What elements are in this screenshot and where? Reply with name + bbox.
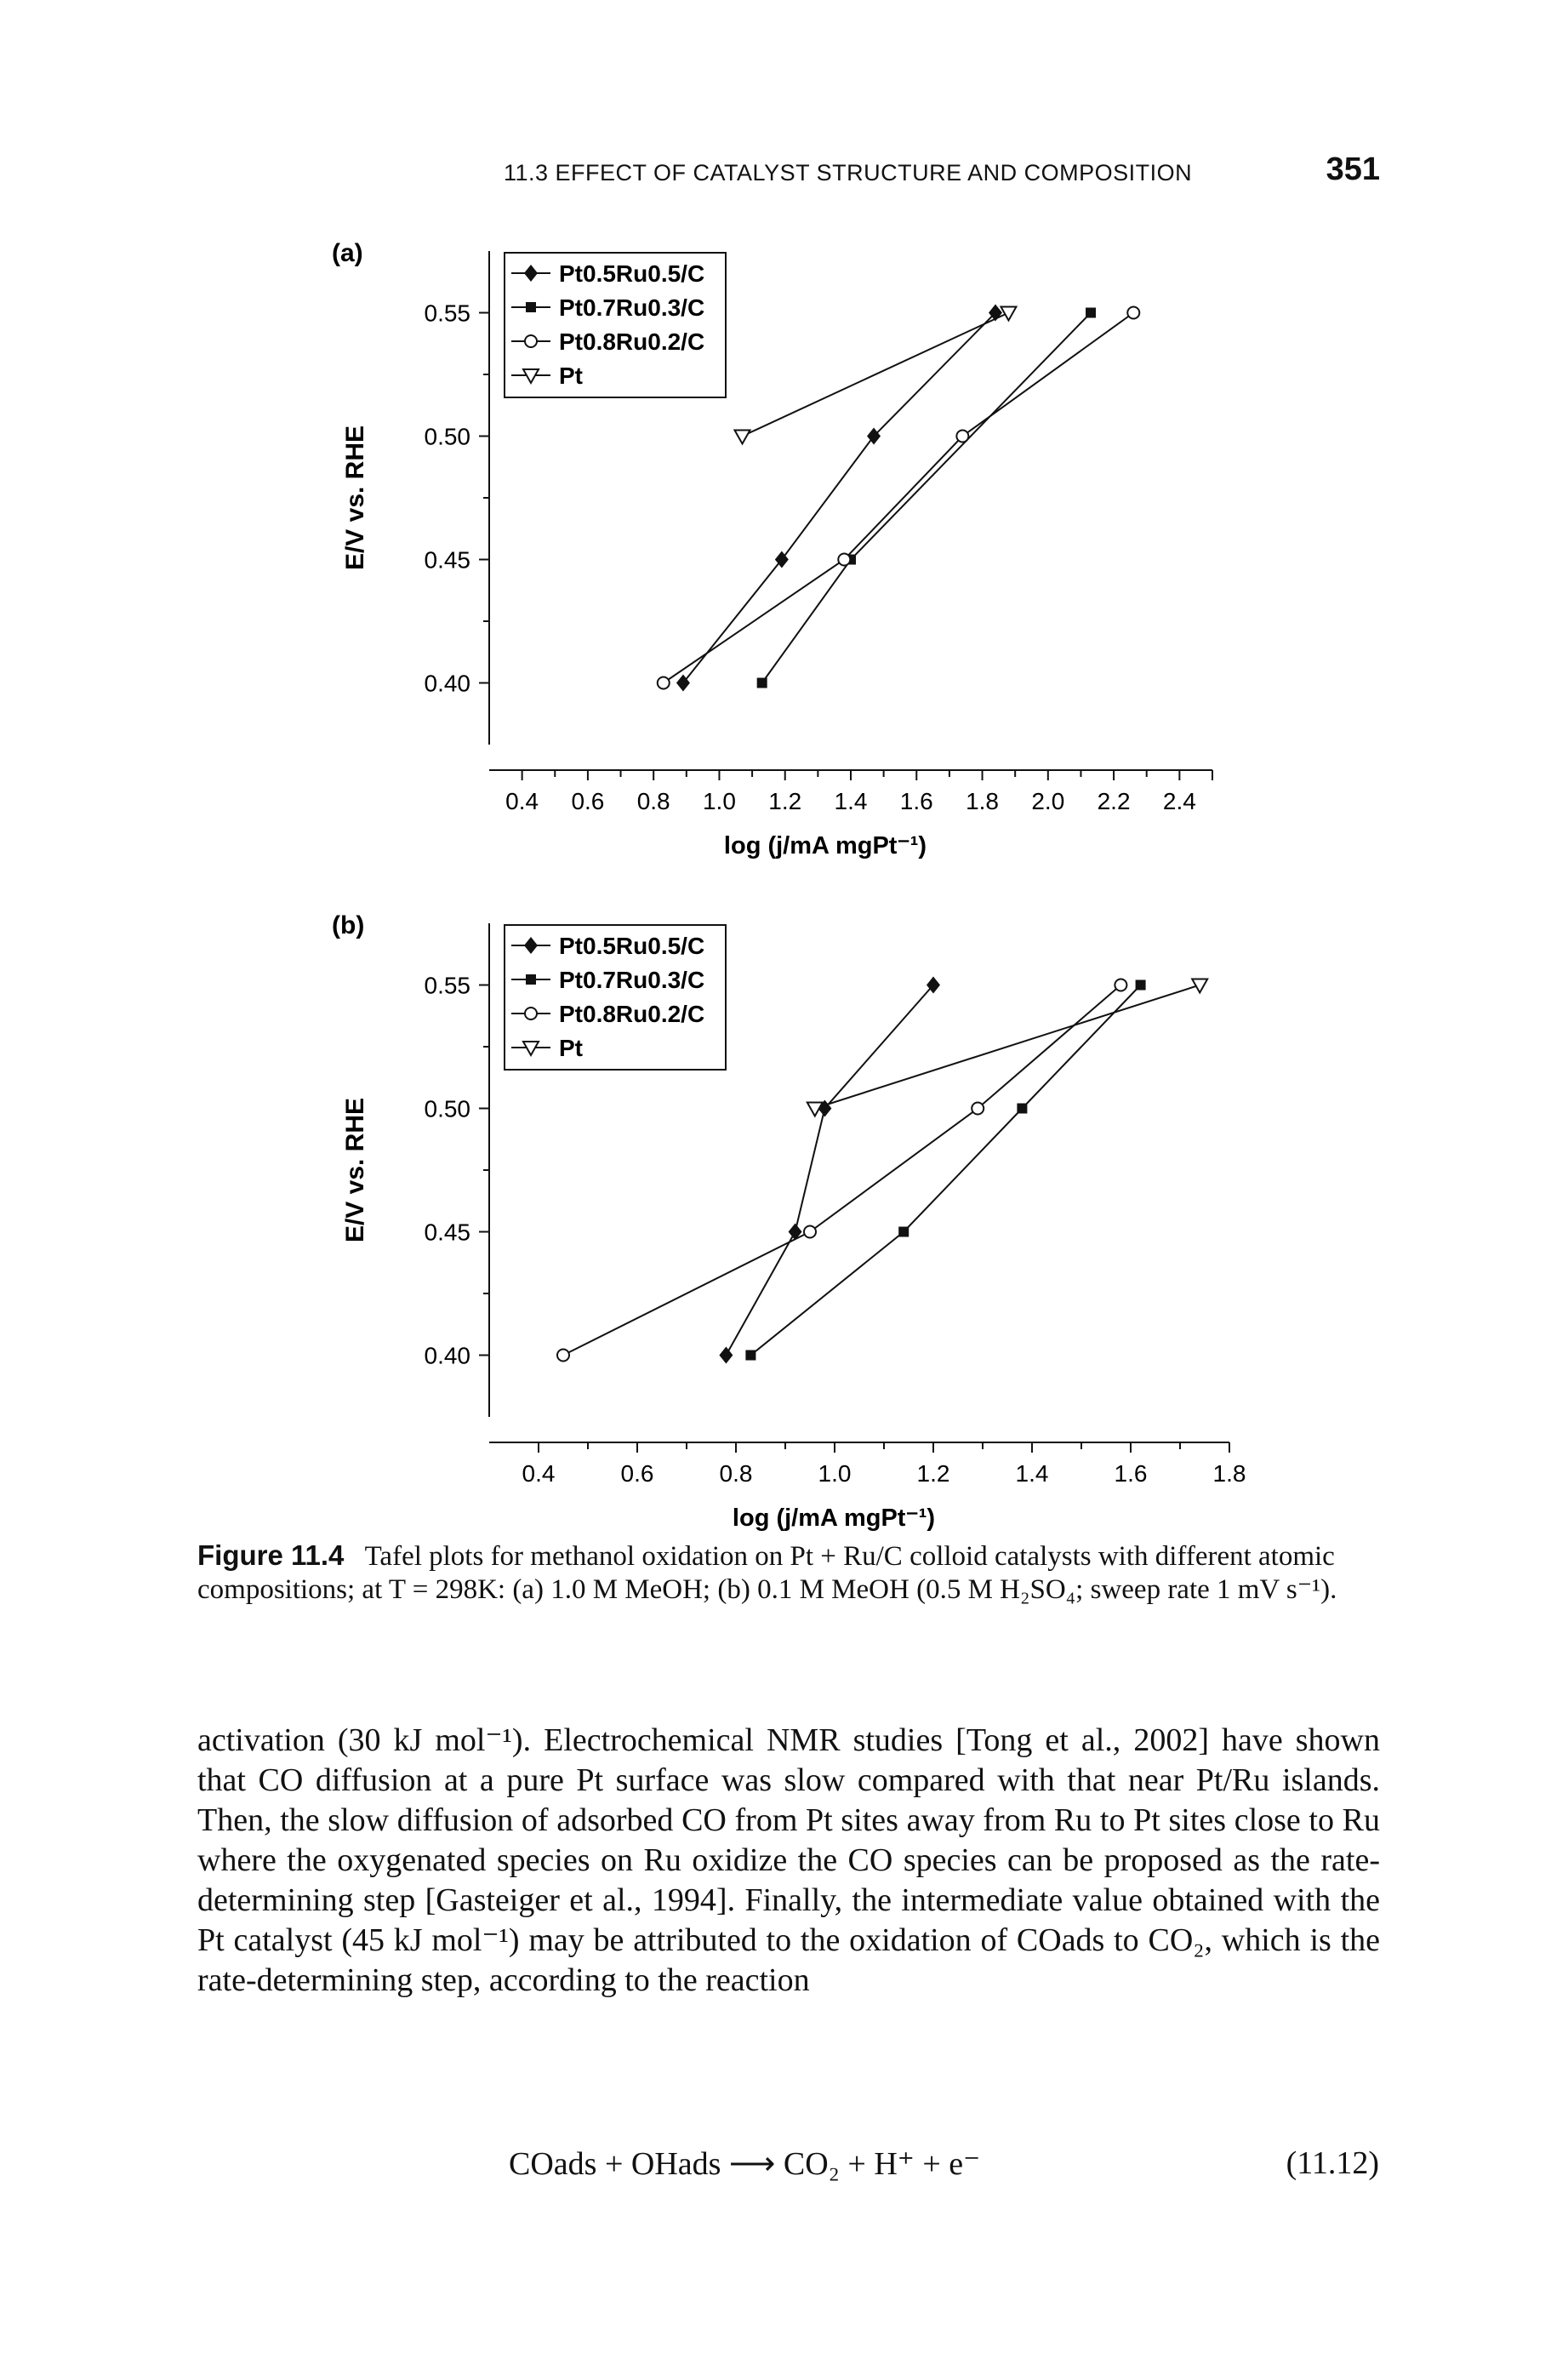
series-line-pt0-8ru0-2-c [663, 311, 1134, 684]
y-tick-label: 0.50 [425, 424, 471, 450]
x-tick-label: 0.6 [571, 788, 604, 814]
legend-box [504, 252, 727, 398]
x-tick-label: 1.8 [966, 788, 999, 814]
data-point-pt0-8ru0-2-c [1114, 978, 1128, 992]
x-tick-label: 2.4 [1163, 788, 1196, 814]
page-header: 11.3 EFFECT OF CATALYST STRUCTURE AND CO… [504, 151, 1380, 203]
data-point-pt [733, 429, 752, 446]
x-tick-label: 0.8 [637, 788, 670, 814]
page-number: 351 [1326, 151, 1380, 187]
data-point-pt0-7ru0-3-c [756, 677, 767, 688]
caption-label: Figure 11.4 [197, 1539, 345, 1571]
legend-marker [526, 974, 536, 985]
data-point-pt0-7ru0-3-c [745, 1350, 756, 1361]
data-point-pt0-8ru0-2-c [955, 429, 970, 443]
y-axis-label: E/V vs. RHE [341, 1098, 369, 1242]
data-point-pt [806, 1101, 824, 1118]
data-point-pt0-8ru0-2-c [803, 1225, 817, 1239]
series-line-pt0-7ru0-3-c [761, 311, 1092, 684]
data-point-pt0-8ru0-2-c [656, 676, 670, 690]
caption-text: Tafel plots for methanol oxidation on Pt… [197, 1541, 1337, 1605]
x-tick-label: 1.6 [900, 788, 933, 814]
chart-a: (a) 0.40 0.45 0.50 0.55 0.4 0.6 0.8 1.0 1.2 1.4 1.6… [332, 239, 1213, 859]
x-tick-label: 2.0 [1031, 788, 1064, 814]
legend-label: Pt0.8Ru0.2/C [559, 328, 704, 355]
legend-label: Pt0.5Ru0.5/C [559, 260, 704, 287]
legend-marker [526, 302, 536, 312]
legend-marker [524, 1007, 538, 1020]
legend-label: Pt [559, 363, 583, 389]
x-tick-label: 1.2 [768, 788, 801, 814]
data-point-pt0-7ru0-3-c [1086, 307, 1097, 318]
equation-number: (11.12) [1286, 2145, 1379, 2181]
x-axis-label: log (j/mA mgPt⁻¹) [724, 832, 927, 859]
data-point-pt0-8ru0-2-c [837, 552, 852, 567]
series-line-pt [742, 311, 1009, 437]
legend-label: Pt0.7Ru0.3/C [559, 967, 704, 993]
data-point-pt [1190, 978, 1209, 995]
data-point-pt0-5ru0-5-c [788, 1223, 802, 1241]
chart-b: (b) 0.40 0.45 0.50 0.55 0.4 0.6 0.8 1.0 1.2 1.4 1.6… [332, 911, 1246, 1532]
data-point-pt0-5ru0-5-c [774, 551, 789, 568]
data-point-pt0-7ru0-3-c [1135, 979, 1146, 991]
series-line-pt0-5ru0-5-c [682, 311, 996, 684]
legend-marker [522, 1041, 540, 1058]
equation: COads + OHads ⟶ CO₂ + H⁺ + e⁻ [509, 2146, 981, 2182]
series-line-pt0-5ru0-5-c [725, 984, 934, 1356]
panel-label: (b) [332, 911, 364, 939]
legend-label: Pt [559, 1035, 583, 1061]
data-point-pt0-7ru0-3-c [898, 1226, 909, 1237]
legend-box [504, 924, 727, 1071]
body-paragraph: activation (30 kJ mol⁻¹). Electrochemica… [197, 1722, 1380, 1998]
x-tick-label: 1.6 [1115, 1460, 1148, 1487]
legend-label: Pt0.8Ru0.2/C [559, 1001, 704, 1027]
series-line-pt0-8ru0-2-c [562, 984, 1122, 1356]
section-title: 11.3 EFFECT OF CATALYST STRUCTURE AND CO… [504, 160, 1193, 186]
x-tick-label: 1.4 [835, 788, 868, 814]
x-tick-label: 1.4 [1016, 1460, 1049, 1487]
x-tick-label: 1.2 [917, 1460, 950, 1487]
data-point-pt0-8ru0-2-c [556, 1348, 570, 1362]
x-tick-label: 1.8 [1213, 1460, 1246, 1487]
data-point-pt0-7ru0-3-c [1017, 1103, 1028, 1114]
legend-marker [524, 334, 538, 348]
series-line-pt0-7ru0-3-c [750, 984, 1142, 1356]
legend-label: Pt0.5Ru0.5/C [559, 933, 704, 959]
legend-marker [524, 265, 538, 282]
data-point-pt0-5ru0-5-c [676, 674, 690, 692]
legend-marker [524, 937, 538, 954]
data-point-pt0-5ru0-5-c [867, 427, 881, 445]
x-tick-label: 0.8 [720, 1460, 753, 1487]
data-point-pt [999, 305, 1018, 323]
legend-marker [522, 368, 540, 385]
y-tick-label: 0.45 [425, 547, 471, 574]
legend-label: Pt0.7Ru0.3/C [559, 294, 704, 321]
data-point-pt0-5ru0-5-c [927, 976, 940, 994]
x-tick-label: 0.4 [522, 1460, 556, 1487]
x-tick-label: 0.6 [621, 1460, 654, 1487]
x-tick-label: 1.0 [703, 788, 736, 814]
y-tick-label: 0.55 [425, 300, 471, 327]
figure-caption: Figure 11.4 Tafel plots for methanol oxi… [197, 1539, 1380, 1607]
y-tick-label: 0.45 [425, 1219, 471, 1246]
data-point-pt0-5ru0-5-c [719, 1346, 733, 1364]
y-tick-label: 0.55 [425, 973, 471, 999]
y-tick-label: 0.50 [425, 1096, 471, 1122]
y-tick-label: 0.40 [425, 671, 471, 697]
x-tick-label: 2.2 [1098, 788, 1131, 814]
y-tick-label: 0.40 [425, 1343, 471, 1369]
data-point-pt0-8ru0-2-c [1126, 305, 1141, 320]
data-point-pt0-8ru0-2-c [971, 1101, 985, 1116]
x-tick-label: 1.0 [818, 1460, 852, 1487]
y-axis-label: E/V vs. RHE [341, 425, 369, 570]
panel-label: (a) [332, 239, 363, 267]
x-tick-label: 0.4 [505, 788, 539, 814]
x-axis-label: log (j/mA mgPt⁻¹) [733, 1505, 935, 1532]
series-line-pt [814, 984, 1200, 1110]
